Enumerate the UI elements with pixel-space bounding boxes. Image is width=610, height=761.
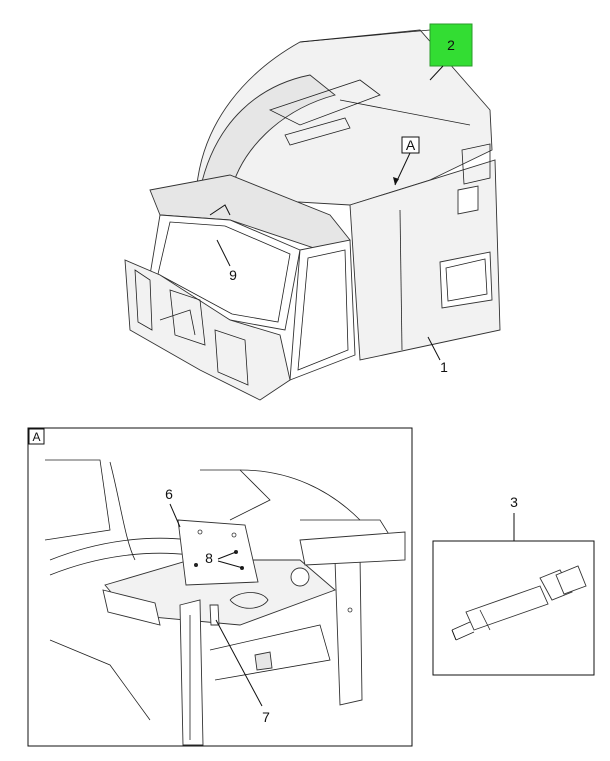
callout-2: 2 [447,37,455,53]
callout-3: 3 [510,494,518,510]
detail-ref-box [401,136,420,154]
detail-view-label: A [32,430,40,444]
detail-ref-label: A [406,137,416,153]
highlight-box [429,23,473,67]
callout-8: 8 [205,550,213,566]
callout-6: 6 [165,486,173,502]
callout-7: 7 [262,709,270,725]
callout-9: 9 [229,267,237,283]
part-3-illustration [451,565,587,641]
detail-view-label-box [28,428,45,445]
detail-a-illustration [44,459,406,746]
callout-1: 1 [440,359,448,375]
truck-cab-illustration [124,29,501,401]
